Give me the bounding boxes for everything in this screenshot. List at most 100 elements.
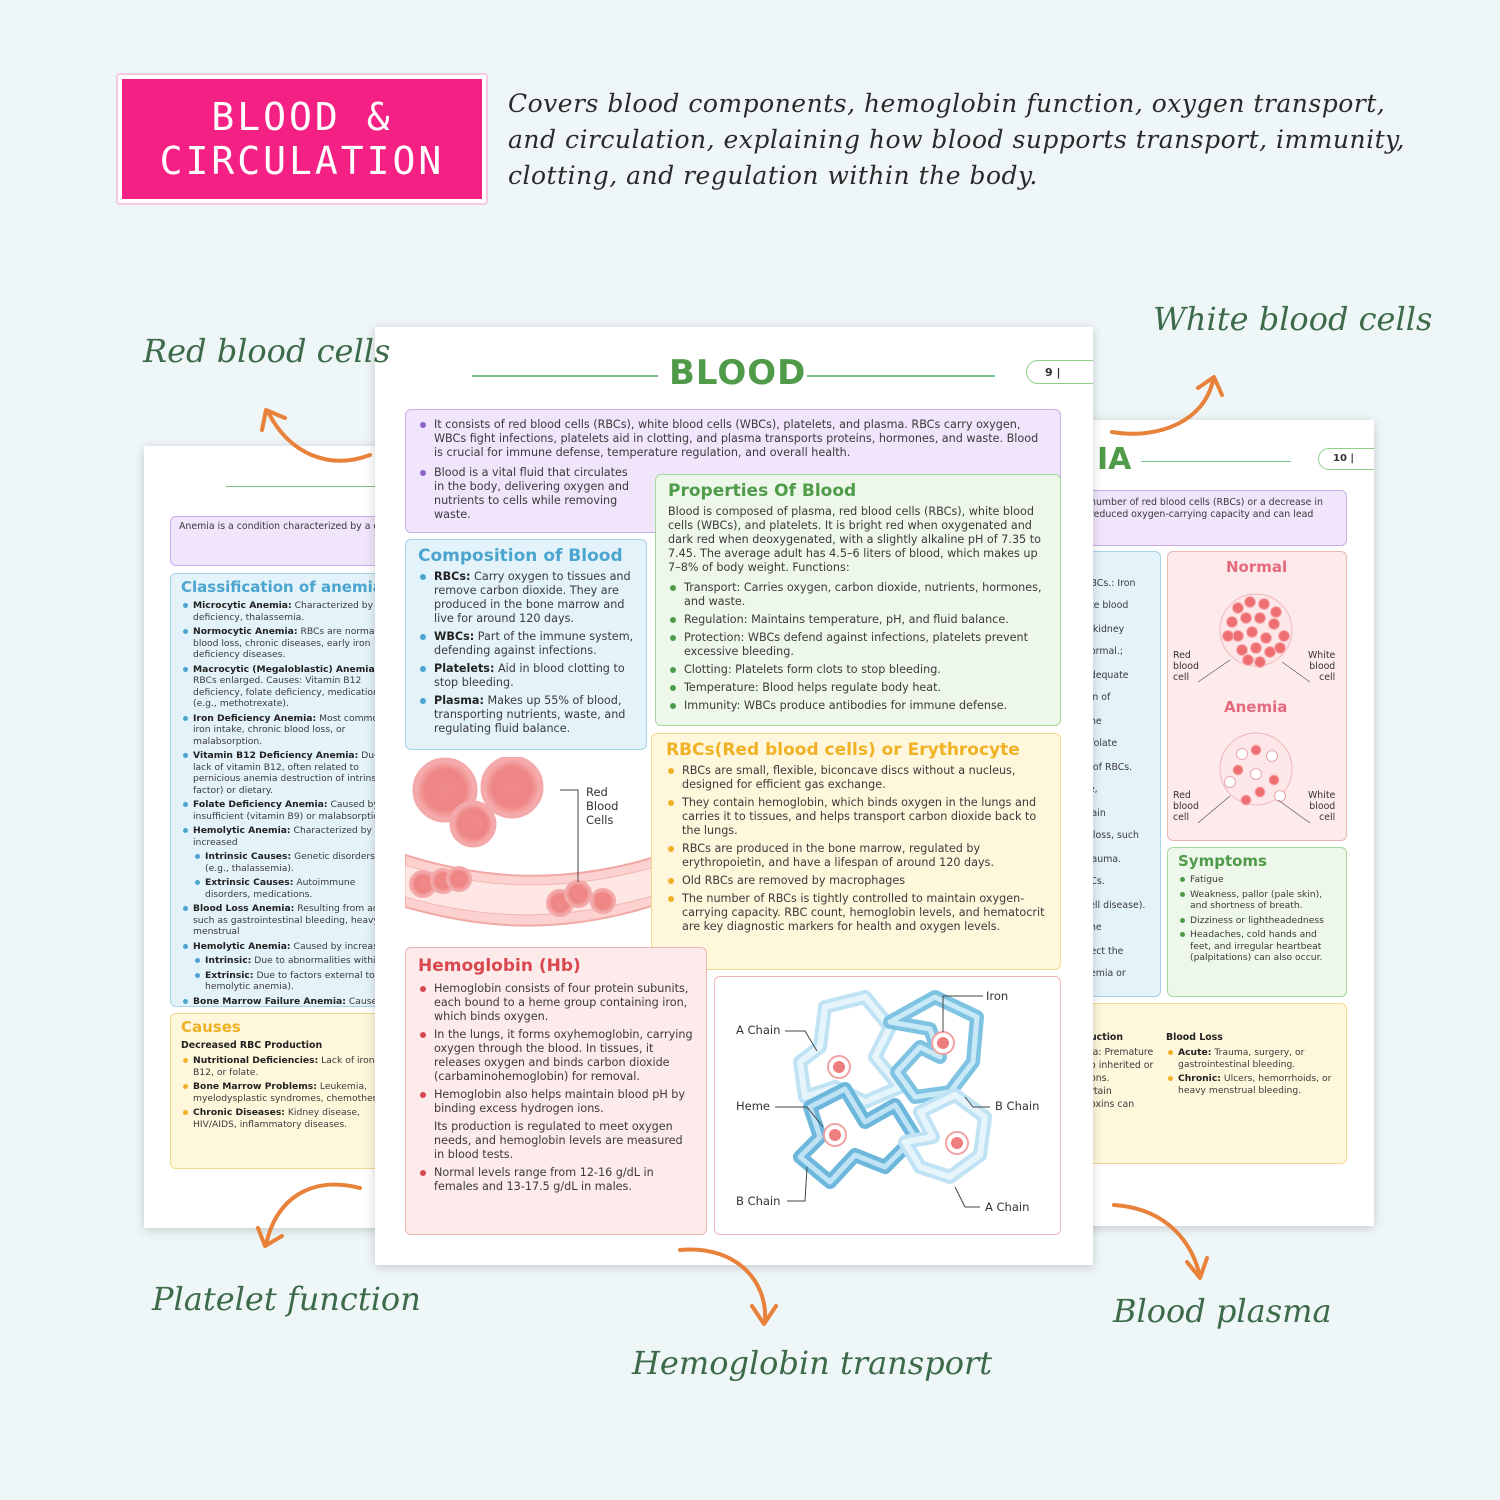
classification-item-term: Extrinsic Causes: xyxy=(205,877,294,888)
rbc-list: RBCs are small, flexible, biconcave disc… xyxy=(666,764,1046,934)
symptoms-title: Symptoms xyxy=(1178,852,1267,870)
composition-item: RBCs: Carry oxygen to tissues and remove… xyxy=(418,570,634,626)
composition-title: Composition of Blood xyxy=(418,546,623,566)
composition-item-text: Carry oxygen to tissues and remove carbo… xyxy=(434,570,631,625)
composition-item-text: Aid in blood clotting to stop bleeding. xyxy=(434,662,625,689)
anemia-rbc-dot xyxy=(1268,774,1280,786)
hemoglobin-item: Hemoglobin also helps maintain blood pH … xyxy=(418,1088,694,1116)
fragment-line: rtain xyxy=(1085,808,1106,819)
anemia-wbc-label: White blood cell xyxy=(1308,790,1336,823)
anemia-wbc-dot xyxy=(1224,776,1236,788)
fragment-line: n kidney xyxy=(1085,624,1125,635)
fragment-line: d loss, such xyxy=(1085,830,1139,841)
left-page: Anemia is a condition characterized by a… xyxy=(144,446,394,1228)
rbc-item: Old RBCs are removed by macrophages xyxy=(666,874,1046,888)
hemoglobin-title: Hemoglobin (Hb) xyxy=(418,956,581,976)
cause-item-text: Lack of iron, B12, or folate. xyxy=(193,1055,378,1078)
rbc-cell-2 xyxy=(480,757,544,819)
normal-title: Normal xyxy=(1226,558,1288,576)
rbc-item: They contain hemoglobin, which binds oxy… xyxy=(666,796,1046,838)
anemia-wbc-dot xyxy=(1266,750,1278,762)
classification-item-text: Caused by bone marrow's ability to produ… xyxy=(348,995,394,1007)
title-line-2: CIRCULATION xyxy=(159,139,445,183)
classification-item-term: Intrinsic: xyxy=(205,955,252,966)
fragment-line: adequate xyxy=(1085,670,1129,681)
rbc-box: RBCs(Red blood cells) or Erythrocyte RBC… xyxy=(651,733,1061,970)
normal-rbc-dot xyxy=(1222,630,1234,642)
properties-list: Transport: Carries oxygen, carbon dioxid… xyxy=(668,581,1048,713)
composition-item-term: WBCs: xyxy=(434,630,475,643)
classification-list: Microcytic Anemia: Characterized by iron… xyxy=(181,600,394,1007)
composition-item-term: RBCs: xyxy=(434,570,471,583)
arrow-platelet xyxy=(264,1182,362,1247)
b-chain-label-2: B Chain xyxy=(736,1194,781,1208)
classification-item-text: Due to abnormalities within xyxy=(251,955,382,966)
normal-rbc-dot xyxy=(1260,632,1272,644)
classification-item-term: Microcytic Anemia: xyxy=(193,600,292,611)
classification-item-text: RBCs enlarged. Causes: Vitamin B12 defic… xyxy=(193,675,384,709)
right-title-fragment: IA xyxy=(1097,442,1132,477)
classification-item: Blood Loss Anemia: Resulting from acute … xyxy=(181,903,394,938)
blood-loss-item: Chronic: Ulcers, hemorrhoids, or heavy m… xyxy=(1166,1073,1336,1096)
normal-rbc-dot xyxy=(1254,656,1266,668)
normal-rbc-dot xyxy=(1278,630,1290,642)
normal-rbc-dot xyxy=(1246,626,1258,638)
hemoglobin-list: Hemoglobin consists of four protein subu… xyxy=(418,982,694,1194)
hemoglobin-item: Hemoglobin consists of four protein subu… xyxy=(418,982,694,1024)
normal-anemia-box: Normal Anemia Red blood cell White blood… xyxy=(1167,551,1347,841)
classification-item-term: Hemolytic Anemia: xyxy=(193,825,291,836)
classification-box: Classification of anemia Microcytic Anem… xyxy=(170,573,394,1007)
rbc-title: RBCs(Red blood cells) or Erythrocyte xyxy=(666,740,1020,760)
callout-red-blood-cells: Red blood cells xyxy=(143,332,391,370)
cause-item: Bone Marrow Problems: Leukemia, myelodys… xyxy=(181,1081,394,1104)
heme-label: Heme xyxy=(736,1099,771,1113)
header-description: Covers blood components, hemoglobin func… xyxy=(508,89,1405,190)
classification-item: Macrocytic (Megaloblastic) Anemia: RBCs … xyxy=(181,664,394,710)
classification-item-text: Due to factors external to hemolytic ane… xyxy=(205,969,375,993)
classification-item-term: Normocytic Anemia: xyxy=(193,626,298,637)
callout-hemoglobin-transport: Hemoglobin transport xyxy=(632,1344,993,1382)
property-item: Transport: Carries oxygen, carbon dioxid… xyxy=(668,581,1048,609)
property-item: Immunity: WBCs produce antibodies for im… xyxy=(668,699,1048,713)
center-rule-right xyxy=(807,375,995,377)
classification-item-term: Hemolytic Anemia: xyxy=(193,940,291,952)
classification-item: Normocytic Anemia: RBCs are normal in bl… xyxy=(181,626,394,661)
fragment-line: ion of xyxy=(1085,692,1111,703)
classification-item-term: Iron Deficiency Anemia: xyxy=(193,712,317,724)
causes-list: Nutritional Deficiencies: Lack of iron, … xyxy=(181,1055,394,1130)
production-line: ons. xyxy=(1090,1073,1110,1084)
anemia-rbc-label: Red blood cell xyxy=(1173,790,1199,823)
a-chain-label-1: A Chain xyxy=(736,1023,781,1037)
classification-item: Hemolytic Anemia: Characterized by incre… xyxy=(181,825,394,848)
normal-rbc-dot xyxy=(1236,644,1248,656)
fragment-line: nemia or xyxy=(1085,968,1126,979)
blood-loss-item-text: Ulcers, hemorrhoids, or heavy menstrual … xyxy=(1178,1073,1332,1096)
classification-item-text: Resulting from acute such as gastrointes… xyxy=(193,903,393,937)
causes-subhead: Decreased RBC Production xyxy=(181,1040,323,1051)
composition-item-term: Plasma: xyxy=(434,694,484,707)
a-chain-label-2: A Chain xyxy=(985,1200,1030,1214)
normal-rbc-dot xyxy=(1268,618,1280,630)
symptom-item: Headaches, cold hands and feet, and irre… xyxy=(1178,929,1336,964)
blood-loss-item-term: Chronic: xyxy=(1178,1073,1221,1084)
classification-item-term: Macrocytic (Megaloblastic) Anemia: xyxy=(193,663,379,675)
rbc-item: RBCs are small, flexible, biconcave disc… xyxy=(666,764,1046,792)
composition-item: WBCs: Part of the immune system, defendi… xyxy=(418,630,634,658)
production-head: uction xyxy=(1090,1032,1124,1043)
classification-title: Classification of anemia xyxy=(181,578,383,596)
title-inner: BLOOD & CIRCULATION xyxy=(122,79,482,199)
hemoglobin-box: Hemoglobin (Hb) Hemoglobin consists of f… xyxy=(405,947,707,1235)
blood-loss-head: Blood Loss xyxy=(1166,1032,1223,1043)
arrow-red-cells xyxy=(266,410,372,463)
properties-title: Properties Of Blood xyxy=(668,481,857,501)
normal-wbc-label: White blood cell xyxy=(1308,650,1336,683)
blood-intro-list: It consists of red blood cells (RBCs), w… xyxy=(418,418,1048,522)
left-intro-text: Anemia is a condition characterized by a… xyxy=(179,521,394,532)
classification-item: Extrinsic Causes: Autoimmune disorders, … xyxy=(193,877,394,900)
rbc-figure-label: Red Blood Cells xyxy=(586,785,619,827)
classification-item-term: Folate Deficiency Anemia: xyxy=(193,799,328,810)
